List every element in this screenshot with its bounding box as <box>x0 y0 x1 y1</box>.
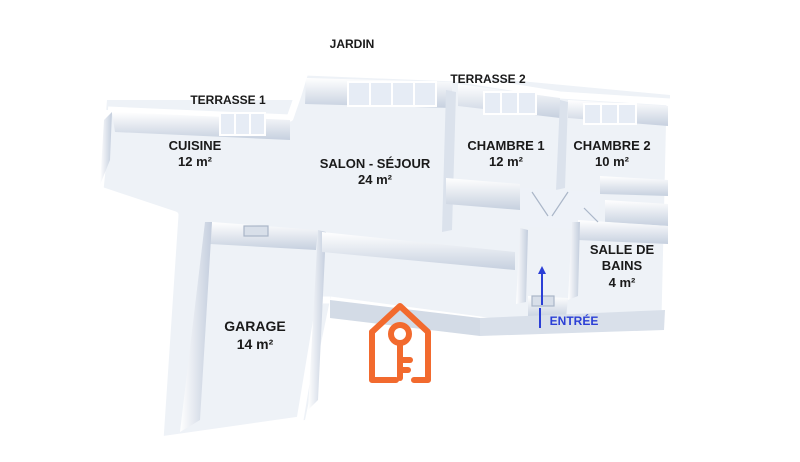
room-chambre-2-name: CHAMBRE 2 <box>573 138 651 153</box>
room-salon-name: SALON - SÉJOUR <box>319 156 431 171</box>
room-chambre-2-area: 10 m² <box>595 154 629 170</box>
window-chambre1 <box>483 91 537 115</box>
window-salon <box>347 81 437 107</box>
entrance-arrow <box>538 266 546 328</box>
room-chambre-1: CHAMBRE 1 12 m² <box>454 138 558 171</box>
windows <box>219 81 637 136</box>
room-chambre-2: CHAMBRE 2 10 m² <box>560 138 664 171</box>
room-garage-name: GARAGE <box>224 318 286 334</box>
room-garage-area: 14 m² <box>236 335 274 352</box>
label-jardin: JARDIN <box>329 37 375 51</box>
label-terrasse-1: TERRASSE 1 <box>190 93 266 107</box>
label-terrasse-2: TERRASSE 2 <box>450 72 526 86</box>
room-salle-de-bains: SALLE DE BAINS 4 m² <box>572 242 672 291</box>
room-salle-de-bains-area: 4 m² <box>608 274 636 290</box>
room-salon-area: 24 m² <box>358 172 392 188</box>
room-salle-de-bains-name-1: SALLE DE <box>589 242 655 257</box>
room-chambre-1-name: CHAMBRE 1 <box>467 138 545 153</box>
house-key-logo <box>369 303 431 383</box>
room-salle-de-bains-name-2: BAINS <box>601 258 643 274</box>
room-salon: SALON - SÉJOUR 24 m² <box>300 156 450 189</box>
room-cuisine-area: 12 m² <box>178 154 212 170</box>
window-cuisine <box>219 112 266 136</box>
room-chambre-1-area: 12 m² <box>489 154 523 170</box>
label-entree: ENTRÉE <box>549 314 599 328</box>
room-cuisine: CUISINE 12 m² <box>150 138 240 171</box>
room-garage: GARAGE 14 m² <box>200 318 310 353</box>
window-chambre2 <box>583 103 637 125</box>
room-cuisine-name: CUISINE <box>168 138 222 153</box>
